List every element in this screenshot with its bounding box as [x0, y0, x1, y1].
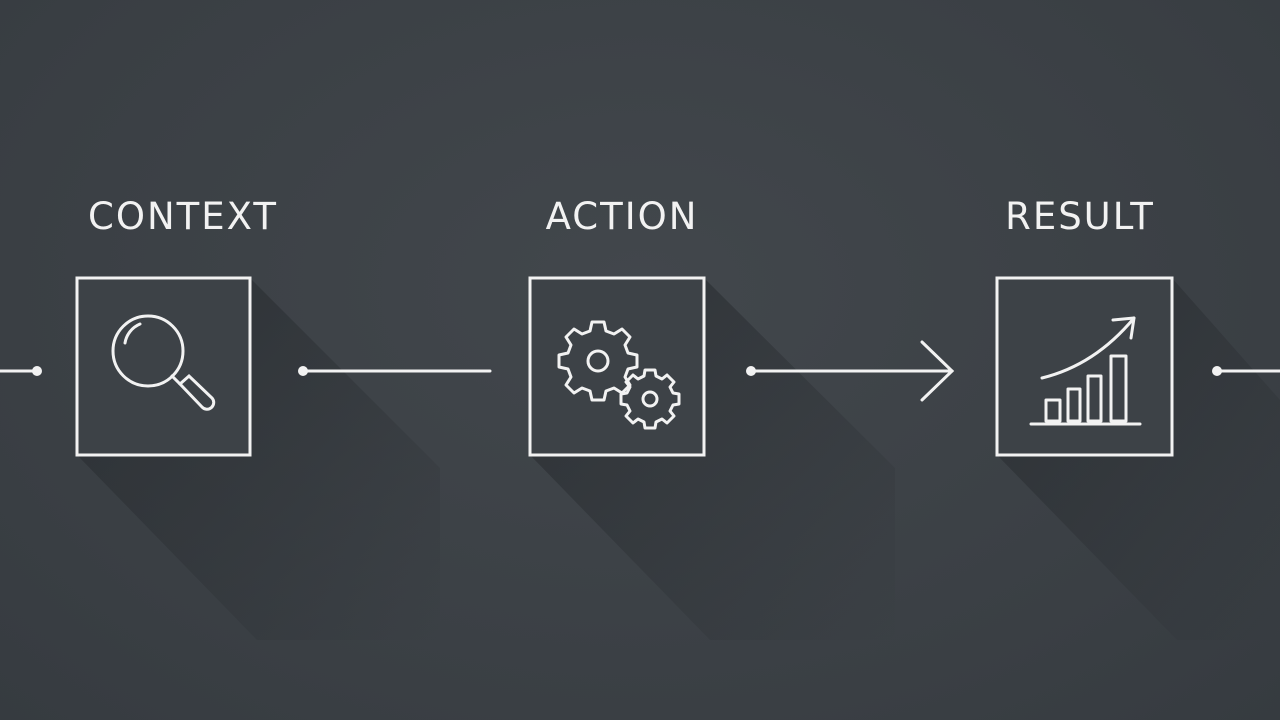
- box-shadow-result: [997, 278, 1280, 640]
- box-shadow-context: [77, 278, 440, 640]
- box-shadow-action: [530, 278, 895, 640]
- step-label-result: RESULT: [1005, 195, 1155, 238]
- magnifying-glass-icon: [111, 314, 216, 411]
- growth-chart-icon: [1029, 316, 1142, 426]
- step-label-context: CONTEXT: [88, 195, 278, 238]
- gears-icon: [557, 320, 681, 430]
- connector-node-left: [32, 366, 42, 376]
- step-label-action: ACTION: [545, 195, 699, 238]
- arrowhead-icon: [920, 340, 955, 402]
- action-box: [528, 276, 706, 457]
- result-box: [995, 276, 1174, 457]
- context-box: [75, 276, 252, 457]
